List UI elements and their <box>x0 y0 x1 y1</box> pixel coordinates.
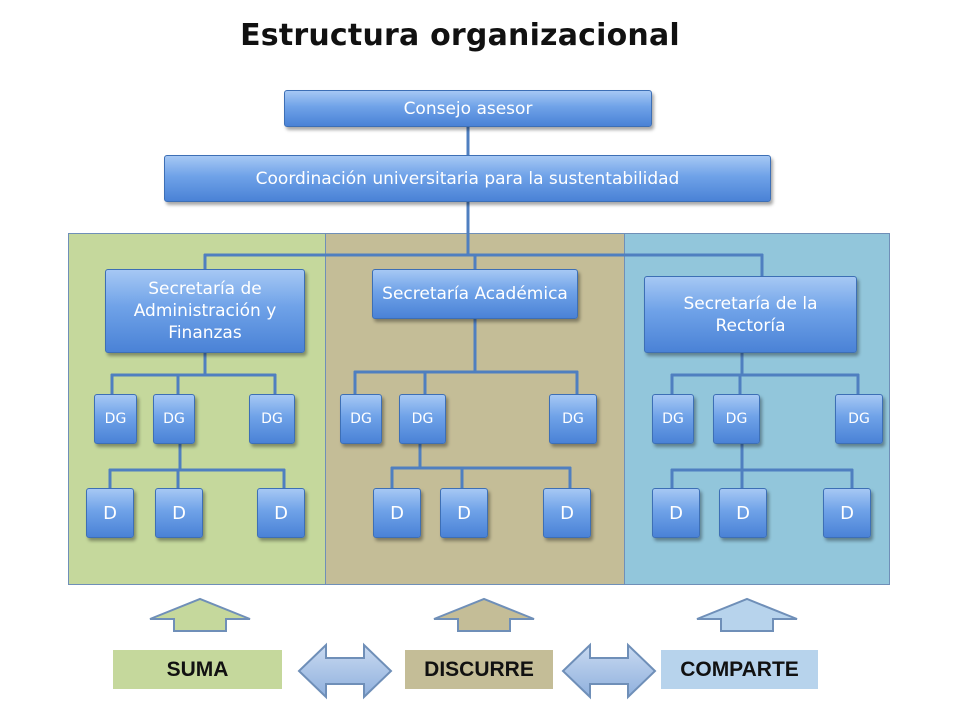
label-comparte: COMPARTE <box>661 650 818 689</box>
box-dg: DG <box>835 394 883 444</box>
page-title: Estructura organizacional <box>240 18 680 53</box>
box-dg: DG <box>713 394 760 444</box>
box-d: D <box>373 488 421 538</box>
box-dg: DG <box>399 394 446 444</box>
box-d: D <box>543 488 591 538</box>
up-arrow-icon <box>433 597 535 632</box>
box-d: D <box>823 488 871 538</box>
box-secretaria-administracion: Secretaría de Administración y Finanzas <box>105 269 305 353</box>
box-d: D <box>86 488 134 538</box>
box-d: D <box>652 488 700 538</box>
up-arrow-icon <box>149 597 251 632</box>
box-d: D <box>719 488 767 538</box>
box-secretaria-academica: Secretaría Académica <box>372 269 578 319</box>
box-d: D <box>155 488 203 538</box>
label-discurre: DISCURRE <box>405 650 553 689</box>
box-secretaria-rectoria: Secretaría de la Rectoría <box>644 276 857 353</box>
box-d: D <box>440 488 488 538</box>
box-consejo-asesor: Consejo asesor <box>284 90 652 127</box>
box-dg: DG <box>153 394 195 444</box>
box-dg: DG <box>94 394 137 444</box>
double-arrow-icon <box>561 642 657 700</box>
box-dg: DG <box>549 394 597 444</box>
double-arrow-icon <box>297 642 393 700</box>
label-suma: SUMA <box>113 650 282 689</box>
box-dg: DG <box>652 394 694 444</box>
up-arrow-icon <box>696 597 798 632</box>
box-dg: DG <box>249 394 295 444</box>
box-dg: DG <box>340 394 382 444</box>
box-d: D <box>257 488 305 538</box>
box-coordinacion: Coordinación universitaria para la suste… <box>164 155 771 202</box>
